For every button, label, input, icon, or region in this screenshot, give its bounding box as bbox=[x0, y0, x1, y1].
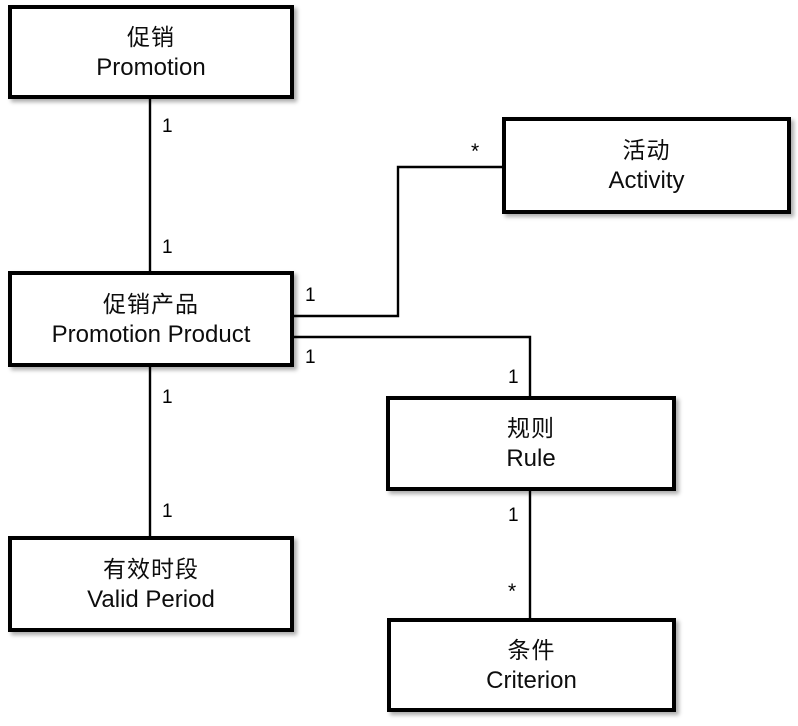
multiplicity-label: 1 bbox=[162, 387, 173, 408]
entity-box-promotion-product[interactable]: 促销产品 Promotion Product bbox=[8, 271, 294, 367]
entity-name-en: Valid Period bbox=[87, 585, 215, 613]
entity-box-valid-period[interactable]: 有效时段 Valid Period bbox=[8, 536, 294, 632]
multiplicity-label: 1 bbox=[162, 501, 173, 522]
multiplicity-label: 1 bbox=[305, 347, 316, 368]
multiplicity-label: 1 bbox=[162, 237, 173, 258]
entity-name-en: Promotion bbox=[96, 53, 206, 81]
entity-box-promotion[interactable]: 促销 Promotion bbox=[8, 5, 294, 99]
entity-name-cn: 规则 bbox=[507, 415, 555, 441]
connector-promotion-product-to-rule bbox=[292, 335, 532, 398]
connector-promotion-product-to-activity bbox=[292, 165, 504, 318]
entity-name-cn: 条件 bbox=[507, 636, 556, 663]
entity-name-cn: 活动 bbox=[622, 137, 671, 163]
entity-box-rule[interactable]: 规则 Rule bbox=[386, 396, 676, 491]
multiplicity-label: 1 bbox=[305, 285, 316, 306]
entity-box-criterion[interactable]: 条件 Criterion bbox=[387, 618, 676, 712]
entity-name-en: Activity bbox=[608, 167, 685, 194]
multiplicity-label: 1 bbox=[508, 505, 519, 526]
multiplicity-label: * bbox=[471, 140, 480, 163]
multiplicity-label: * bbox=[508, 580, 517, 603]
multiplicity-label: 1 bbox=[508, 367, 519, 388]
entity-name-cn: 有效时段 bbox=[103, 555, 199, 582]
entity-box-activity[interactable]: 活动 Activity bbox=[502, 117, 791, 214]
entity-name-en: Promotion Product bbox=[51, 320, 251, 348]
entity-name-en: Criterion bbox=[486, 666, 577, 694]
entity-name-cn: 促销 bbox=[127, 23, 175, 50]
entity-name-en: Rule bbox=[506, 445, 556, 472]
entity-name-cn: 促销产品 bbox=[103, 290, 199, 317]
multiplicity-label: 1 bbox=[162, 116, 173, 137]
